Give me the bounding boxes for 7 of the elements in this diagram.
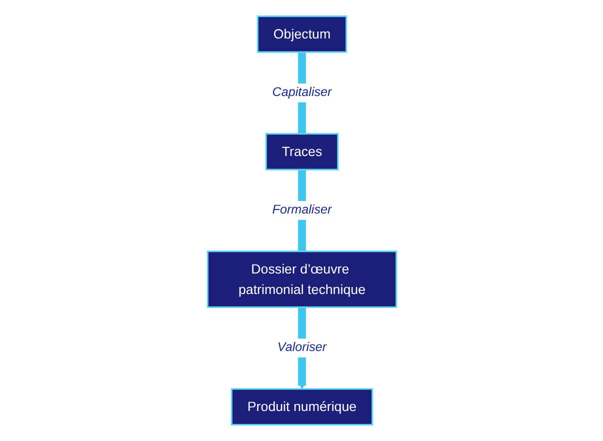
node-box: Produit numérique [230,388,373,426]
node-box: Objectum [256,16,347,53]
edge-label: Formaliser [272,203,332,217]
edge-label: Valoriser [276,340,326,354]
node-box: Dossier d’œuvre patrimonial technique [206,250,397,308]
edge-label: Capitaliser [272,86,332,100]
node-box: Traces [264,133,338,170]
